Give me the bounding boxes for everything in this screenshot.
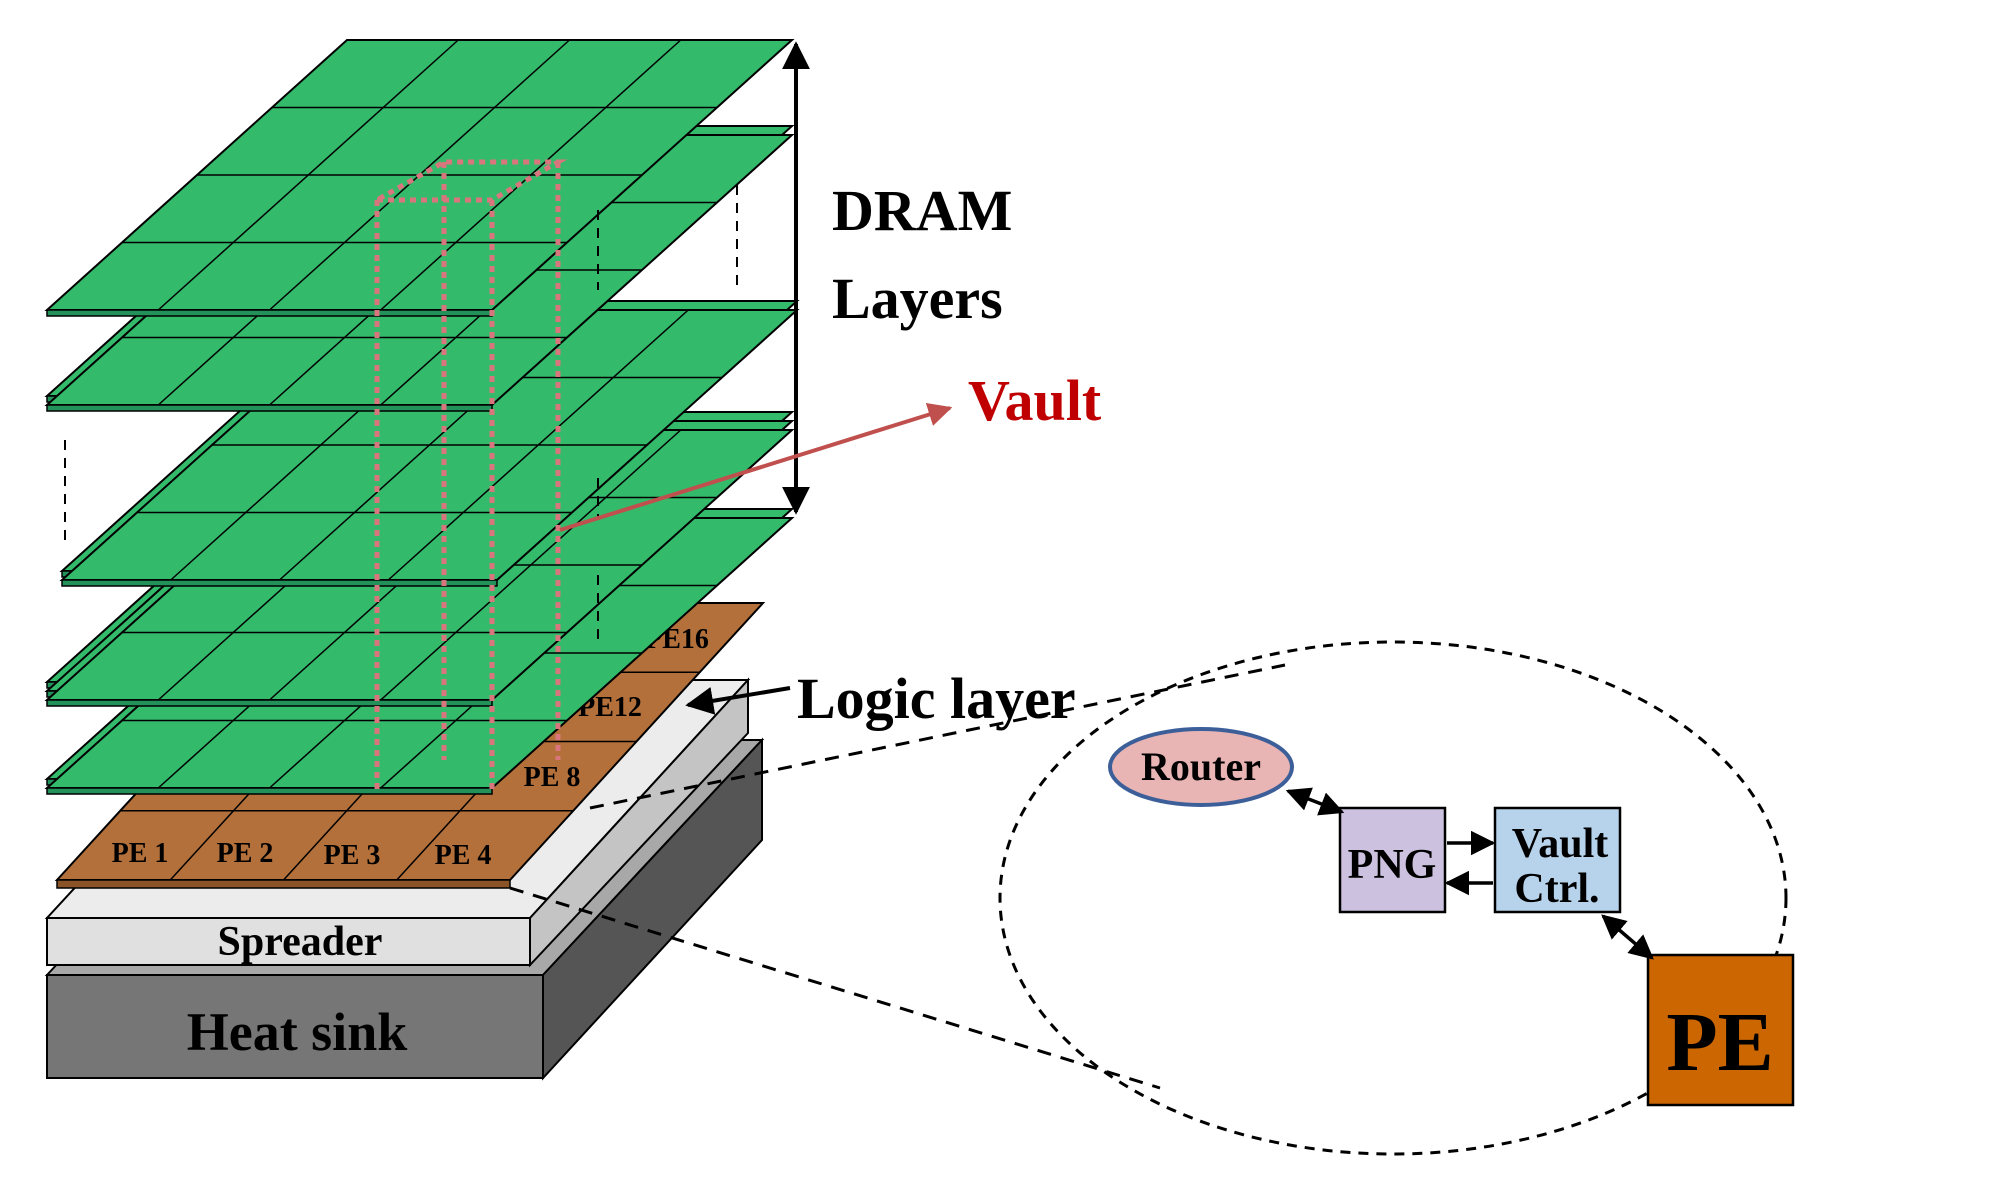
dram-layers <box>44 39 800 795</box>
stack-dashed-guides <box>64 185 738 640</box>
zoom-lines <box>509 663 1286 1090</box>
pe-block: PE <box>1646 953 1795 1107</box>
logic-layer-label: Logic layer <box>797 666 1076 731</box>
router-label: Router <box>1141 744 1261 789</box>
detail-connectors <box>1285 787 1654 960</box>
heat-sink-label: Heat sink <box>187 1002 408 1062</box>
logic-layer-pointer-arrow <box>685 686 791 715</box>
dram-label-line2: Layers <box>832 266 1003 331</box>
dram-label-line1: DRAM <box>832 178 1012 243</box>
pe8-label: PE 8 <box>524 762 581 793</box>
pe2-label: PE 2 <box>217 838 274 869</box>
router-node: Router <box>1108 727 1294 807</box>
vault-ctrl-label-line2: Ctrl. <box>1514 866 1599 912</box>
pe3-label: PE 3 <box>324 840 381 871</box>
vault-ctrl-label-line1: Vault <box>1512 821 1609 867</box>
png-label: PNG <box>1348 842 1437 888</box>
png-block: PNG <box>1338 806 1447 914</box>
vault-pointer-arrow <box>559 402 953 532</box>
vault-ctrl-block: Vault Ctrl. <box>1493 806 1622 914</box>
pe1-label: PE 1 <box>112 838 169 869</box>
pe-label: PE <box>1666 996 1773 1089</box>
vault-label: Vault <box>968 368 1102 433</box>
spreader-label: Spreader <box>218 919 383 965</box>
pe4-label: PE 4 <box>435 840 492 871</box>
vault-outline <box>374 159 568 790</box>
logic-detail-ellipse <box>998 640 1788 1156</box>
